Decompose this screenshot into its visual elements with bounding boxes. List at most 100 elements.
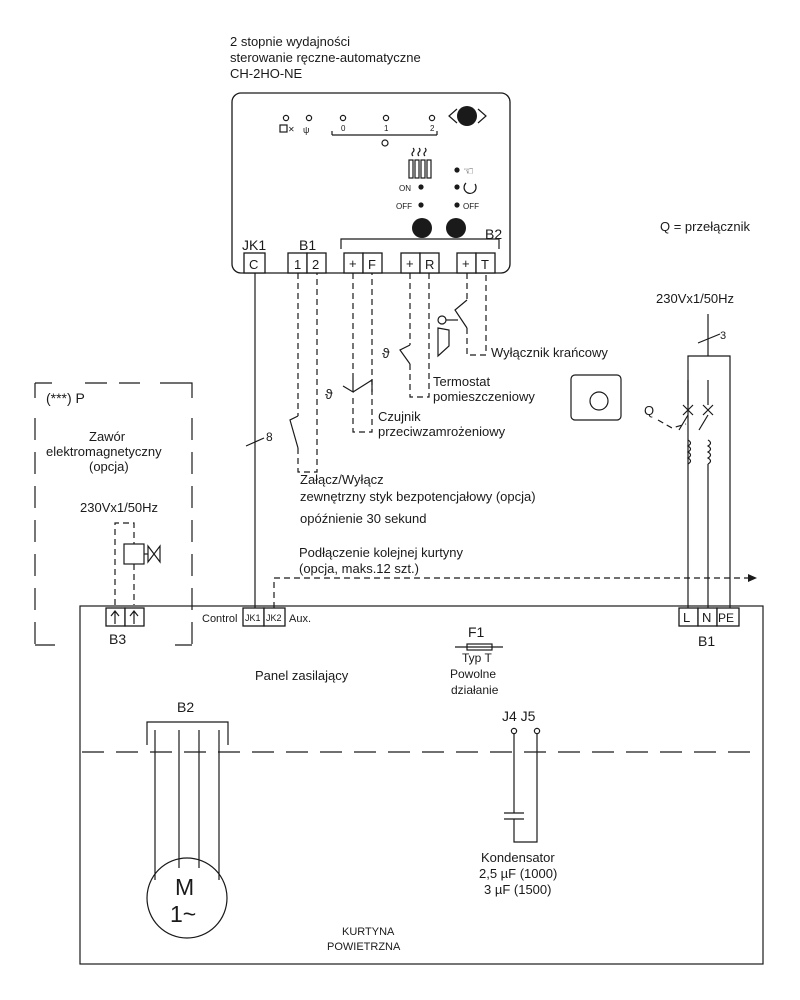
jk1-label: JK1	[242, 237, 266, 253]
mode-button[interactable]	[446, 218, 466, 238]
external-contact	[289, 415, 299, 449]
speed-knob[interactable]	[448, 106, 487, 126]
heater-status: ON OFF	[396, 184, 424, 211]
controller-title: 2 stopnie wydajności sterowanie ręczne-a…	[230, 34, 421, 81]
b3-label: B3	[109, 631, 126, 647]
controller-title-line1: 2 stopnie wydajności	[230, 34, 350, 49]
panel-b1-label: B1	[698, 633, 715, 649]
j4j5-label: J4 J5	[502, 708, 536, 724]
manual-auto-icons: ☜ OFF	[454, 164, 479, 211]
curtain-line2: POWIETRZNA	[327, 941, 401, 953]
chevron-right-icon	[477, 108, 487, 124]
thermostat-line2: pomieszczeniowy	[433, 389, 535, 404]
thermostat-switch	[399, 344, 411, 365]
terminal-f-label: F	[368, 257, 376, 272]
b2-motor-label: B2	[177, 699, 194, 715]
terminal-block: JK1 B1 B2 C 1 2 + F + R + T	[242, 226, 502, 274]
terminal-plus-2-label: +	[406, 256, 414, 271]
controller-title-line2: sterowanie ręczne-automatyczne	[230, 50, 421, 65]
wire-count-8: 8	[266, 430, 273, 444]
knob-icon	[457, 106, 477, 126]
motor-wires	[154, 730, 220, 880]
valve-p-label: (***) P	[46, 390, 85, 406]
svg-text:✕: ✕	[288, 125, 295, 134]
frost-line2: przeciwzamrożeniowy	[378, 424, 506, 439]
fuse-type: Typ T	[462, 651, 492, 665]
motor-m: M	[175, 874, 194, 900]
off-label-left: OFF	[396, 202, 412, 211]
frost-line1: Czujnik	[378, 409, 421, 424]
valve-enclosure	[34, 382, 193, 646]
thermostat-line1: Termostat	[433, 374, 490, 389]
theta-thermostat: ϑ	[382, 345, 390, 361]
heater-symbol-icon	[408, 147, 432, 179]
b3-terminal	[105, 607, 145, 627]
aux-label: Aux.	[289, 613, 311, 625]
power-panel	[79, 605, 764, 965]
speed-1-label: 1	[384, 124, 389, 133]
motor-phase: 1~	[170, 901, 196, 927]
terminal-plus-1-label: +	[349, 256, 357, 271]
f1-label: F1	[468, 624, 485, 640]
cap-line3: 3 µF (1500)	[484, 882, 551, 897]
speed-2-label: 2	[430, 124, 435, 133]
valve-line1: Zawór	[89, 429, 126, 444]
limit-switch	[454, 299, 468, 329]
curtain-line1: KURTYNA	[342, 926, 395, 938]
fan-only-icon	[279, 124, 288, 133]
next-line2: (opcja, maks.12 szt.)	[299, 561, 419, 576]
terminal-plus-3-label: +	[462, 256, 470, 271]
mode-icons: ✕ ψ	[279, 114, 313, 135]
fuse-slow: Powolne	[450, 667, 496, 681]
solenoid-valve-icon	[114, 522, 161, 605]
b2-label: B2	[485, 226, 502, 242]
main-switch-q: Q	[644, 380, 714, 465]
fuse-action: działanie	[451, 683, 499, 697]
b1-label: B1	[299, 237, 316, 253]
next-curtain-wire	[273, 577, 750, 608]
controller-model: CH-2HO-NE	[230, 66, 303, 81]
frost-switch	[342, 378, 373, 394]
heater-button[interactable]	[412, 218, 432, 238]
fuse-f1: F1 Typ T Powolne działanie	[450, 624, 503, 697]
terminal-r-label: R	[425, 257, 434, 272]
panel-jk1-label: JK1	[245, 613, 261, 623]
heater-icon: ψ	[303, 125, 309, 135]
motor-icon	[146, 857, 228, 939]
terminal-t-label: T	[481, 257, 489, 272]
ext-line3: opóźnienie 30 sekund	[300, 511, 427, 526]
panel-jk2-label: JK2	[266, 613, 282, 623]
switch-q-label: Q	[644, 403, 654, 418]
valve-line3: (opcja)	[89, 459, 129, 474]
control-label: Control	[202, 613, 237, 625]
auto-icon	[463, 182, 477, 194]
on-label: ON	[399, 184, 411, 193]
valve-supply: 230Vx1/50Hz	[80, 500, 158, 515]
cap-line1: Kondensator	[481, 850, 555, 865]
speed-scale: 0 1 2	[331, 114, 438, 147]
l-label: L	[683, 610, 690, 625]
next-line1: Podłączenie kolejnej kurtyny	[299, 545, 464, 560]
cap-line2: 2,5 µF (1000)	[479, 866, 557, 881]
capacitor-icon	[504, 727, 541, 843]
panel-title: Panel zasilający	[255, 668, 349, 683]
supply-top-label: 230Vx1/50Hz	[656, 291, 734, 306]
ext-line1: Załącz/Wyłącz	[300, 472, 384, 487]
jk2-terminal	[263, 607, 286, 627]
terminal-c-label: C	[249, 257, 258, 272]
thermostat-device-icon	[570, 374, 622, 421]
limit-label: Wyłącznik krańcowy	[491, 345, 608, 360]
off-label-right: OFF	[463, 202, 479, 211]
chevron-left-icon	[448, 108, 458, 124]
terminal-t	[475, 252, 496, 274]
hand-icon: ☜	[463, 164, 474, 178]
n-label: N	[702, 610, 711, 625]
supply-wire-count: 3	[720, 330, 726, 342]
terminal-1-label: 1	[294, 257, 301, 272]
terminal-2-label: 2	[312, 257, 319, 272]
fan-speed-icon	[381, 139, 389, 147]
b1-supply-terminal: L N PE B1	[678, 607, 740, 649]
pe-label: PE	[718, 611, 734, 625]
speed-0-label: 0	[341, 124, 346, 133]
